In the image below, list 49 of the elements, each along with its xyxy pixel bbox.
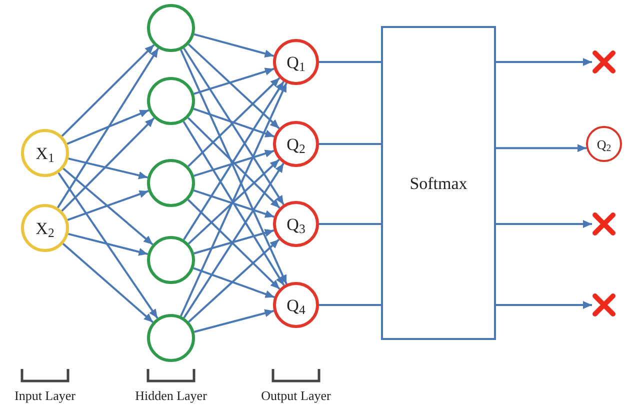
arrow [193,267,275,298]
arrow [194,150,274,177]
arrow [188,44,280,130]
cross-icon [592,212,616,236]
arrow [188,77,280,168]
arrow [194,229,274,254]
arrow [61,117,155,212]
layer-label: Output Layer [260,389,332,402]
arrow [62,243,154,323]
arrow [187,117,280,209]
softmax-box [381,26,496,340]
connector-line [319,304,381,306]
arrow [193,108,275,138]
arrow [183,162,284,318]
node-label: Q$_{2}$ [286,136,306,152]
cross-icon [592,293,616,317]
arrow [62,168,154,246]
node-label: Softmax [410,174,468,192]
arrow [56,48,160,208]
arrow [187,199,280,290]
arrow [61,44,155,137]
connector-line [319,223,381,225]
arrow [68,158,148,180]
connector-line [319,143,381,145]
arrow [182,80,285,240]
node-label: Q$_{3}$ [286,216,306,232]
arrow [188,238,280,323]
arrow [194,190,274,218]
layer-label: Input Layer [13,389,76,402]
arrow [180,82,288,317]
node-label: Q$_{2}$ [596,138,612,150]
node-label: X$_{1}$ [36,144,54,162]
node-label: X$_{2}$ [36,220,54,236]
arrow [194,309,274,333]
arrow [496,301,592,309]
arrow [496,58,592,66]
arrow [58,172,158,319]
arrow [68,232,148,256]
node-label: Q$_{4}$ [286,296,306,314]
arrow [67,190,149,221]
cross-icon [592,50,616,74]
node-label: Q$_{1}$ [286,54,306,70]
layer-label: Hidden Layer [134,389,208,402]
arrow [496,220,592,228]
arrow [188,158,280,244]
arrow [194,33,274,58]
connector-line [319,61,381,63]
arrow [496,144,586,152]
arrow [194,68,274,95]
